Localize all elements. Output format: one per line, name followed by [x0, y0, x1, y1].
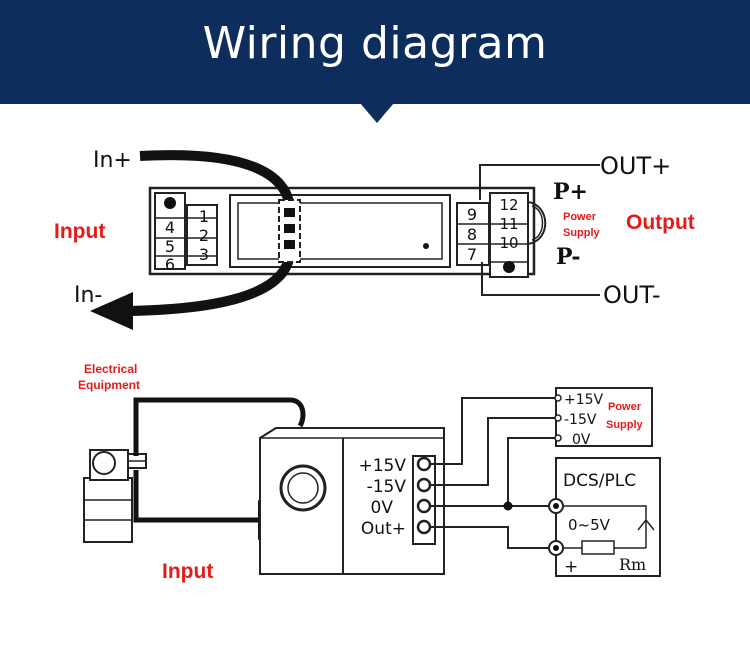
plus-sign: +: [564, 557, 578, 577]
out-minus-label: OUT-: [603, 281, 661, 309]
output-label: Output: [626, 211, 695, 234]
power-supply-loop: [527, 201, 547, 245]
p-plus-label: P+: [553, 179, 588, 205]
equipment-label-1: Electrical: [84, 362, 137, 376]
terminal-12: 12: [499, 196, 518, 214]
terminal-2: 2: [199, 226, 209, 245]
terminal-11: 11: [499, 215, 518, 233]
supply-plus15v: +15V: [564, 392, 604, 408]
terminal-6: 6: [165, 255, 175, 274]
dcs-terminal-bottom-dot: [553, 545, 559, 551]
wire-0v-supply: [507, 437, 556, 506]
range-arrow: [637, 518, 655, 531]
right-terminal-labels: [456, 202, 490, 266]
out-plus-wire: [479, 164, 600, 200]
resistor: [581, 540, 615, 555]
sensor-segment: [284, 240, 295, 249]
out-minus-wire: [481, 262, 600, 296]
transmitter-body: [259, 427, 445, 575]
terminal-10: 10: [499, 234, 518, 252]
sensing-coil-inner: [287, 472, 319, 504]
banner-notch: [360, 103, 394, 123]
junction-dot: [503, 501, 513, 511]
input-label-top: Input: [54, 220, 105, 243]
top-supply-label: Supply: [563, 227, 601, 239]
display-window-inner: [237, 202, 443, 260]
terminal-screws: [416, 456, 432, 535]
supply-minus15v: -15V: [564, 412, 597, 428]
equipment-wire-bottom: [133, 470, 262, 523]
dcs-plc-box: [555, 457, 661, 577]
range-label: 0~5V: [568, 516, 611, 534]
bottom-diagram: Electrical Equipment +15V: [78, 362, 661, 583]
supply-terminals: [554, 394, 562, 442]
terminal-8: 8: [467, 225, 477, 244]
terminal-7: 7: [467, 245, 477, 264]
terminal-9: 9: [467, 205, 477, 224]
mounting-hole-left: [164, 197, 176, 209]
equipment-wire-top: [133, 397, 306, 456]
terminal-0v: 0V: [371, 498, 394, 518]
power-supply-loop-inner: [531, 205, 544, 241]
dcs-internal-wire: [563, 505, 647, 548]
input-arrow-head: [90, 292, 133, 330]
terminal-5: 5: [165, 237, 175, 256]
terminal-3: 3: [199, 245, 209, 264]
dcs-plc-label: DCS/PLC: [563, 471, 636, 491]
bottom-supply-label: Supply: [606, 419, 644, 431]
in-plus-label: In+: [93, 148, 132, 173]
dcs-terminal-top-dot: [553, 503, 559, 509]
terminal-minus15v: -15V: [367, 477, 407, 497]
bottom-power-label: Power: [608, 401, 642, 413]
p-minus-label: P-: [556, 244, 580, 270]
header-banner: Wiring diagram: [0, 0, 750, 104]
page-title: Wiring diagram: [202, 18, 548, 69]
sensor-segment: [284, 208, 295, 217]
right-terminal-block: [489, 192, 529, 278]
top-power-label: Power: [563, 211, 597, 223]
left-terminal-labels: [186, 204, 218, 266]
terminal-out-plus: Out+: [361, 519, 406, 539]
top-diagram: 4 5 6 1 2 3 9 8 7 12 11 10 OUT+ OUT- P+: [54, 148, 695, 330]
left-terminal-lines: [155, 217, 217, 257]
wire-minus15v: [430, 417, 556, 486]
supply-0v: 0V: [572, 432, 591, 448]
terminal-4: 4: [165, 218, 175, 237]
resistor-label: Rm: [619, 555, 646, 574]
terminal-1: 1: [199, 207, 209, 226]
sensor-segment: [284, 224, 295, 233]
in-minus-label: In-: [74, 283, 102, 308]
wire-plus15v: [430, 397, 556, 465]
indicator-led: [423, 243, 429, 249]
terminal-plus15v: +15V: [358, 456, 406, 476]
input-label-bottom: Input: [162, 560, 213, 583]
out-plus-label: OUT+: [600, 152, 671, 180]
equipment-label-2: Equipment: [78, 378, 140, 392]
motor-icon: [83, 449, 147, 543]
wire-out-plus: [430, 526, 550, 549]
mounting-hole-right: [503, 261, 515, 273]
